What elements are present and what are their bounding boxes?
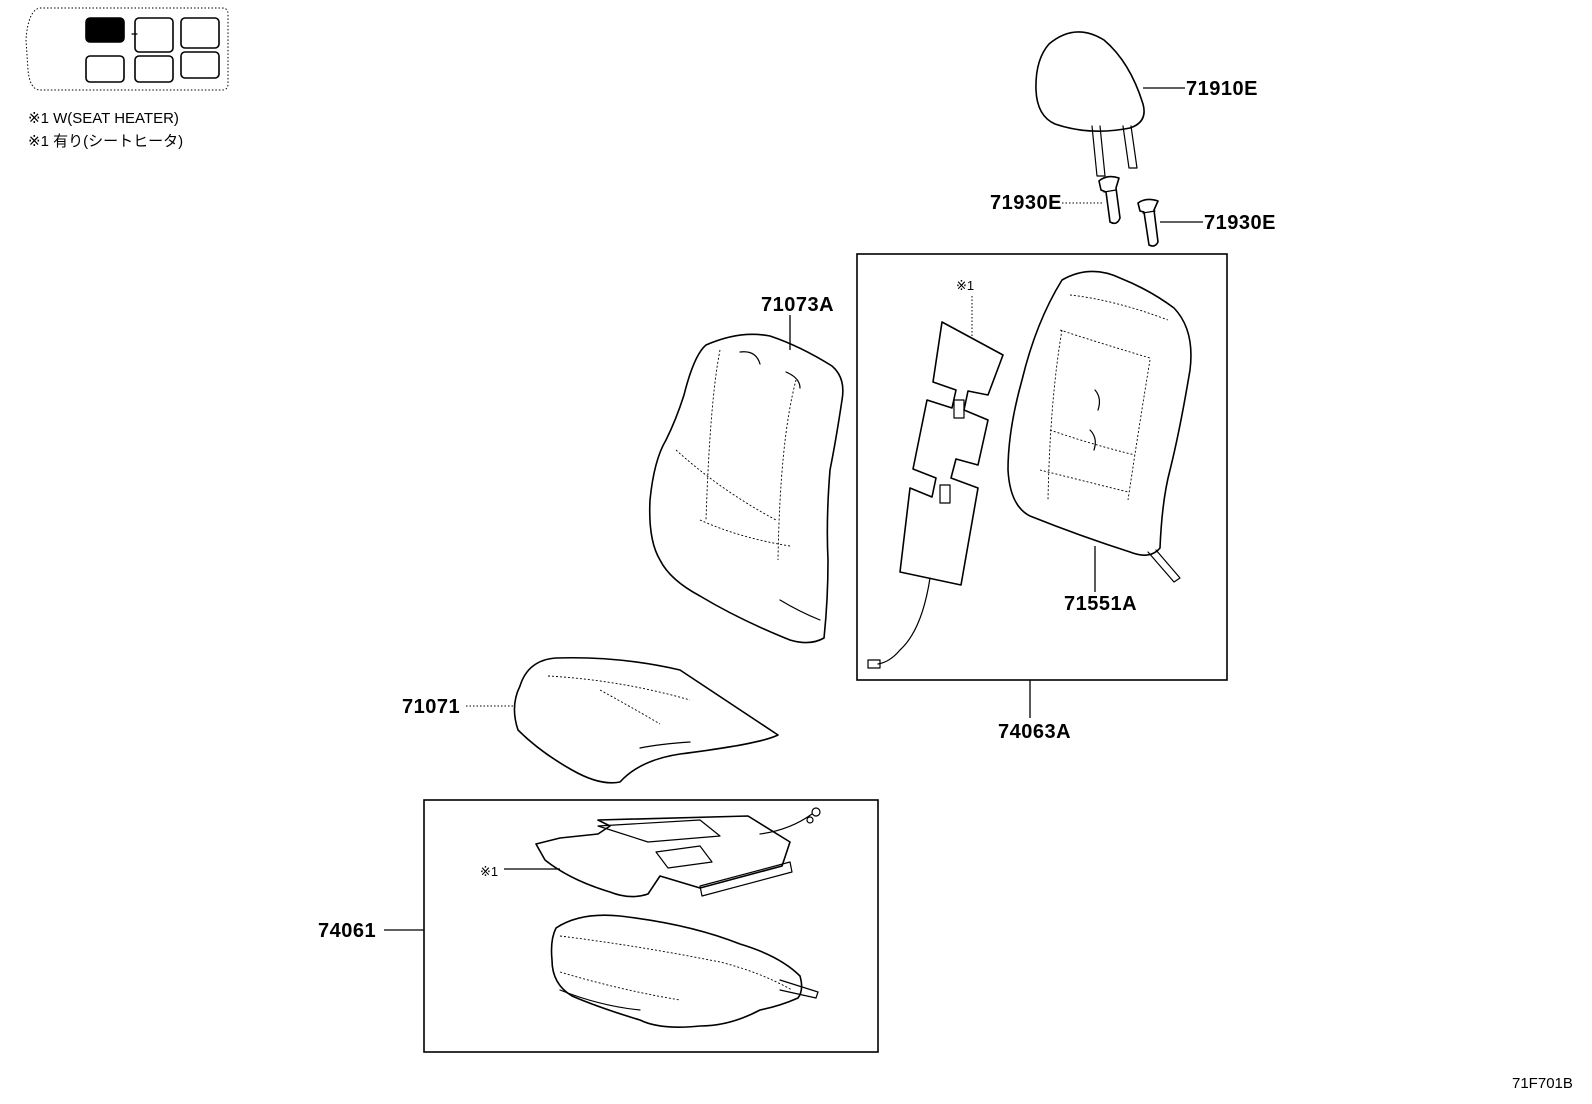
seat-slot xyxy=(180,17,220,49)
legend-note-en: ※1 W(SEAT HEATER) xyxy=(28,110,179,127)
label-71910E: 71910E xyxy=(1186,78,1258,100)
cushion-cover-drawing xyxy=(513,656,779,784)
cushion-pad-drawing xyxy=(550,914,819,1028)
back-assembly-box xyxy=(856,253,1228,681)
label-71071: 71071 xyxy=(402,696,460,718)
label-74063A: 74063A xyxy=(998,721,1071,743)
legend-note-jp: ※1 有り(シートヒータ) xyxy=(28,133,183,150)
heater-mark-cushion: ※1 xyxy=(480,864,498,879)
seat-slot xyxy=(134,17,174,53)
highlighted-seat xyxy=(85,17,125,43)
back-cover-drawing xyxy=(648,333,844,644)
seat-slot xyxy=(85,55,125,83)
label-71551A: 71551A xyxy=(1064,593,1137,615)
back-pad-drawing xyxy=(1007,270,1192,583)
headrest-drawing xyxy=(1035,31,1145,177)
headrest-support-right-drawing xyxy=(1137,198,1159,247)
diagram-code: 71F701B xyxy=(1512,1075,1573,1092)
cushion-assembly-box xyxy=(423,799,879,1053)
seat-slot xyxy=(134,55,174,83)
seat-slot xyxy=(180,51,220,79)
label-71930E-right: 71930E xyxy=(1204,212,1276,234)
back-heater-drawing xyxy=(867,321,1004,669)
seat-position-indicator xyxy=(25,7,229,91)
heater-mark-back: ※1 xyxy=(956,278,974,293)
label-71073A: 71073A xyxy=(761,294,834,316)
label-74061: 74061 xyxy=(318,920,376,942)
cushion-heater-drawing xyxy=(535,807,821,898)
headrest-support-left-drawing xyxy=(1098,175,1121,225)
label-71930E-left: 71930E xyxy=(990,192,1062,214)
